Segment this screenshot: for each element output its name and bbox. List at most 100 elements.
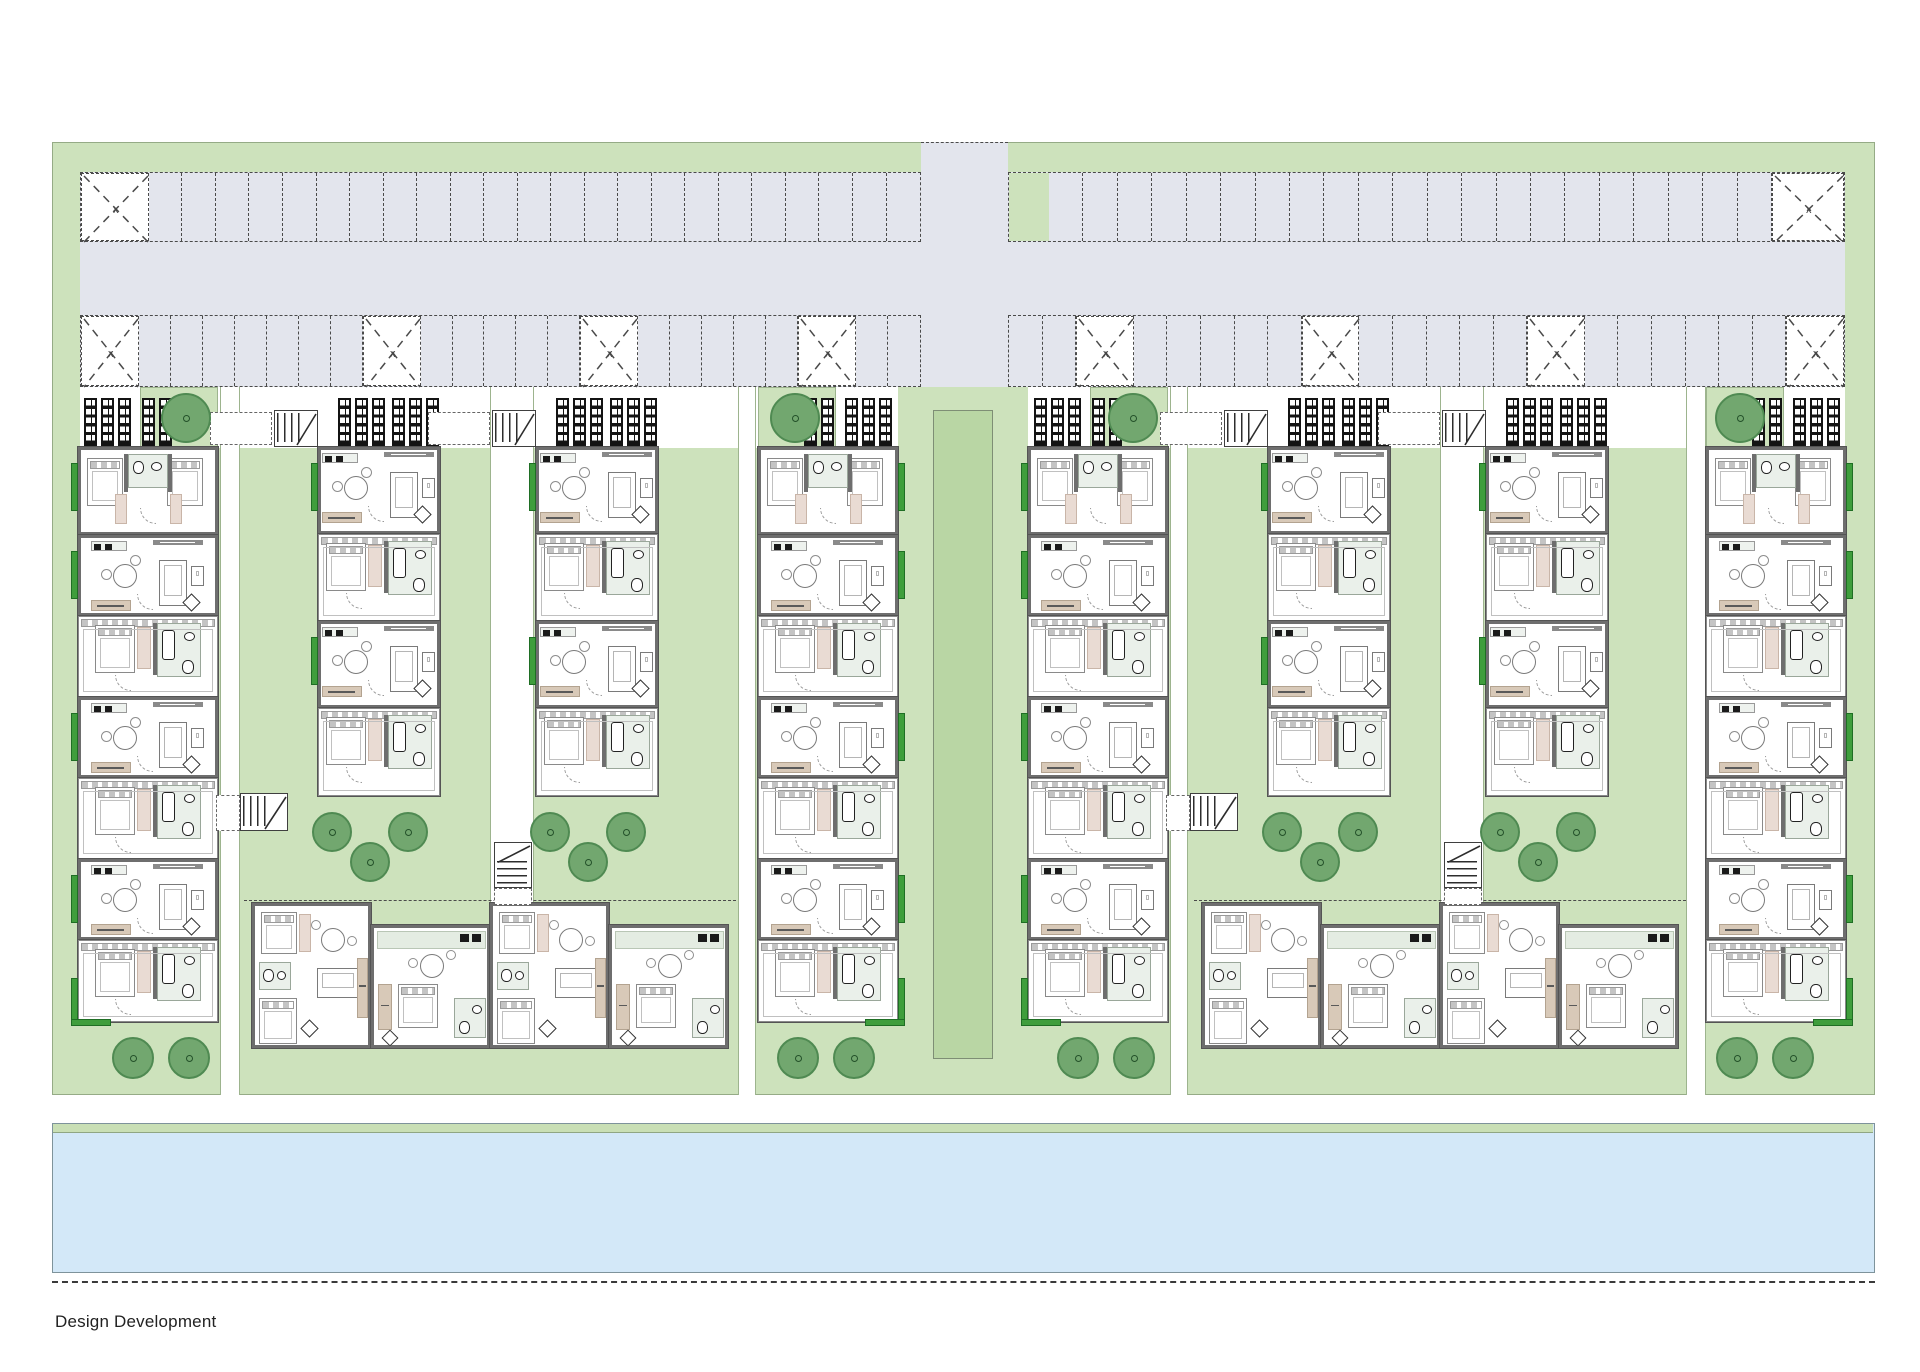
- dining-table: [1511, 650, 1536, 674]
- door-swing-arc: [1295, 767, 1312, 783]
- door-swing-arc: [1295, 593, 1312, 609]
- chair: [1499, 920, 1509, 930]
- bed: [1722, 787, 1763, 835]
- no-parking-x-marker: x: [1301, 316, 1360, 388]
- hedge: [1261, 637, 1268, 685]
- sofa: [555, 968, 597, 998]
- sink-icon: [414, 550, 426, 559]
- sink-icon: [710, 1005, 720, 1014]
- parking-stall: [819, 173, 854, 241]
- sink-icon: [472, 1005, 482, 1014]
- bed: [1722, 949, 1763, 997]
- parking-stall: [484, 173, 518, 241]
- zone-gap-walkway: [1686, 387, 1706, 1095]
- sofa: [158, 722, 187, 768]
- bike-rack: [1540, 398, 1553, 446]
- kitchenette: [1489, 453, 1526, 463]
- door-swing-arc: [1089, 508, 1106, 524]
- no-parking-x-marker: x: [362, 316, 421, 388]
- bed: [774, 625, 815, 673]
- interior-wall: [1102, 623, 1107, 675]
- door-swing-arc: [1764, 756, 1781, 772]
- porch-lintel: [1551, 452, 1602, 457]
- parking-stall: [1686, 316, 1720, 386]
- parking-stall: [1201, 316, 1235, 386]
- chair: [347, 936, 357, 946]
- dining-table: [112, 888, 137, 912]
- toilet-icon: [263, 969, 274, 982]
- toilet-icon: [412, 578, 425, 592]
- chair: [100, 893, 112, 904]
- tree-icon: [777, 1037, 819, 1079]
- toilet-icon: [812, 461, 824, 474]
- interior-wall: [1333, 715, 1338, 767]
- parking-stall: [1634, 173, 1669, 241]
- kitchenette: [1718, 865, 1755, 875]
- tree-icon: [350, 842, 390, 882]
- bed: [1493, 717, 1534, 765]
- sink-icon: [1660, 1005, 1670, 1014]
- bathroom: [1106, 947, 1151, 1001]
- tree-icon: [606, 812, 646, 852]
- porch-lintel: [383, 626, 434, 631]
- door-swing-arc: [1742, 999, 1759, 1015]
- parking-stall: [317, 173, 351, 241]
- dining-table: [792, 564, 817, 588]
- unit-plan-bed: [1028, 778, 1168, 859]
- bathroom: [836, 623, 881, 677]
- dining-table: [343, 476, 368, 500]
- stair-treads: [277, 413, 302, 442]
- chair: [1281, 655, 1293, 666]
- interior-wall: [803, 454, 808, 492]
- interior-wall: [152, 623, 157, 675]
- pool-deck-band: [53, 1124, 1873, 1133]
- unit-plan-bed: [758, 778, 898, 859]
- parking-stall: [1359, 316, 1393, 386]
- chair: [1297, 936, 1307, 946]
- sink-icon: [632, 724, 644, 733]
- parking-stall: [1618, 316, 1653, 386]
- bike-rack: [1523, 398, 1536, 446]
- toilet-icon: [1580, 752, 1593, 766]
- patio-band: [615, 931, 724, 949]
- parking-lot: [1008, 172, 1845, 387]
- bed: [1275, 543, 1316, 591]
- sink-icon: [830, 462, 842, 471]
- parking-stall: [331, 316, 363, 386]
- chair: [408, 958, 418, 968]
- wardrobe: [1086, 627, 1101, 669]
- hedge: [71, 713, 78, 761]
- stove-icon: [1043, 706, 1051, 712]
- dining-table: [1509, 928, 1533, 952]
- wardrobe: [1119, 494, 1132, 524]
- bathroom: [156, 623, 201, 677]
- parking-stall: [670, 316, 703, 386]
- parking-stall: [1118, 173, 1153, 241]
- sink-icon: [1054, 868, 1062, 874]
- svg-text:x: x: [1329, 348, 1335, 360]
- hedge: [1021, 978, 1028, 1022]
- porch-lintel: [832, 540, 883, 545]
- toilet-icon: [1809, 822, 1822, 836]
- svg-text:x: x: [108, 348, 114, 360]
- tree-icon: [1108, 393, 1158, 443]
- dining-table: [1293, 476, 1318, 500]
- bathtub-icon: [610, 548, 624, 578]
- no-parking-x-marker: x: [1076, 316, 1134, 388]
- sideboard: [770, 762, 811, 773]
- porch-lintel: [152, 864, 203, 869]
- wardrobe: [169, 494, 182, 524]
- sofa: [838, 560, 867, 606]
- sink-icon: [1133, 956, 1145, 965]
- bathtub-icon: [1342, 548, 1356, 578]
- porch-lintel: [152, 702, 203, 707]
- wardrobe: [585, 545, 600, 587]
- dining-table: [561, 650, 586, 674]
- walkway-dashed-path: [1160, 412, 1222, 445]
- parking-stall: [1152, 173, 1187, 241]
- sofa: [1339, 646, 1368, 692]
- bathroom: [1106, 623, 1151, 677]
- chair: [1499, 655, 1511, 666]
- bed: [497, 998, 535, 1044]
